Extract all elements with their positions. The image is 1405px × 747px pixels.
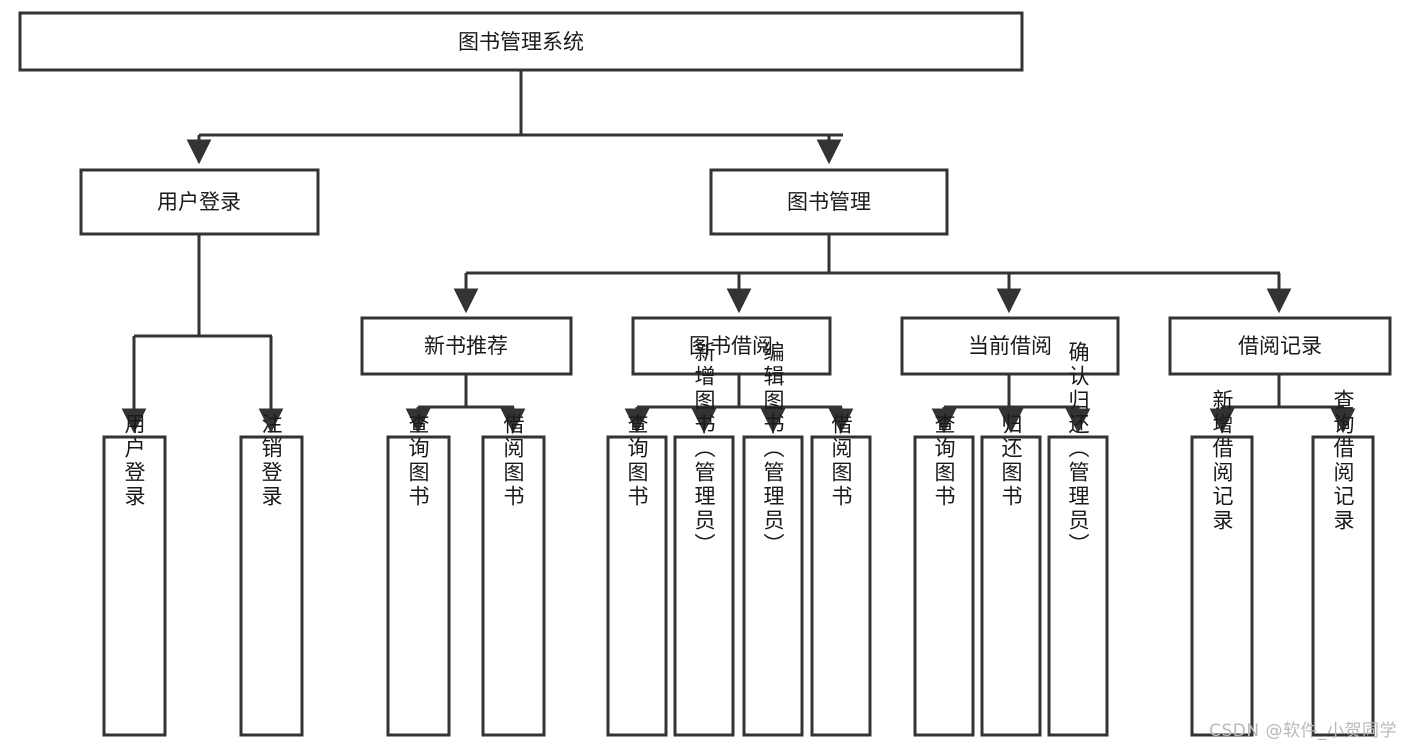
node-label-leaf-query-book-2: 查询图书 [625, 413, 649, 509]
node-root-system[interactable]: 图书管理系统 [18, 11, 1024, 72]
node-label-leaf-borrow-book-1: 借阅图书 [501, 413, 525, 509]
node-leaf-borrow-book-1[interactable]: 借阅图书 [481, 413, 546, 737]
node-leaf-add-record[interactable]: 新增借阅记录 [1190, 389, 1254, 737]
node-label-leaf-return-book: 归还图书 [999, 413, 1023, 509]
node-label-new-book-rec: 新书推荐 [424, 334, 508, 358]
node-label-leaf-confirm-return: 确认归还（管理员） [1066, 341, 1090, 557]
node-book-borrow[interactable]: 图书借阅 [631, 316, 832, 376]
node-leaf-query-book-3[interactable]: 查询图书 [913, 413, 975, 737]
edge-new-book-rec-to-leaves [405, 374, 526, 434]
edge-borrow-record-to-leaves [1209, 374, 1356, 434]
node-label-user-login: 用户登录 [157, 190, 241, 214]
node-leaf-confirm-return[interactable]: 确认归还（管理员） [1047, 341, 1109, 737]
node-label-leaf-edit-book: 编辑图书（管理员） [761, 341, 785, 557]
node-label-current-borrow: 当前借阅 [968, 334, 1052, 358]
node-user-login[interactable]: 用户登录 [79, 168, 320, 236]
node-label-leaf-query-record: 查询借阅记录 [1331, 389, 1355, 533]
node-leaf-return-book[interactable]: 归还图书 [980, 413, 1042, 737]
node-label-book-manage: 图书管理 [787, 190, 871, 214]
edge-current-borrow-to-leaves [931, 374, 1091, 434]
node-leaf-add-book[interactable]: 新增图书（管理员） [673, 341, 735, 737]
node-label-book-borrow: 图书借阅 [689, 334, 773, 358]
edge-book-manage-to-level3 [453, 234, 1292, 314]
node-borrow-record[interactable]: 借阅记录 [1168, 316, 1392, 376]
edge-book-borrow-to-leaves [624, 374, 854, 434]
node-leaf-query-book-2[interactable]: 查询图书 [606, 413, 668, 737]
node-new-book-rec[interactable]: 新书推荐 [360, 316, 573, 376]
node-leaf-borrow-book-2[interactable]: 借阅图书 [810, 413, 872, 737]
node-book-manage[interactable]: 图书管理 [709, 168, 949, 236]
node-label-root: 图书管理系统 [458, 30, 584, 54]
node-label-leaf-borrow-book-2: 借阅图书 [829, 413, 853, 509]
node-label-leaf-query-book-3: 查询图书 [932, 413, 956, 509]
edge-user-login-to-leaves [121, 234, 284, 434]
csdn-watermark: CSDN @软件_小贺同学 [1209, 721, 1397, 741]
node-leaf-user-login[interactable]: 用户登录 [102, 413, 167, 737]
node-label-leaf-add-book: 新增图书（管理员） [692, 341, 716, 557]
node-leaf-query-record[interactable]: 查询借阅记录 [1311, 389, 1375, 737]
node-label-leaf-user-login: 用户登录 [122, 413, 146, 509]
node-leaf-edit-book[interactable]: 编辑图书（管理员） [742, 341, 804, 737]
node-label-borrow-record: 借阅记录 [1238, 334, 1322, 358]
node-label-leaf-add-record: 新增借阅记录 [1210, 389, 1234, 533]
node-label-leaf-logout: 注销登录 [259, 413, 283, 509]
edge-root-to-level2 [186, 70, 843, 165]
node-leaf-query-book-1[interactable]: 查询图书 [386, 413, 451, 737]
node-label-leaf-query-book-1: 查询图书 [406, 413, 430, 509]
node-leaf-logout[interactable]: 注销登录 [239, 413, 304, 737]
node-current-borrow[interactable]: 当前借阅 [900, 316, 1120, 376]
